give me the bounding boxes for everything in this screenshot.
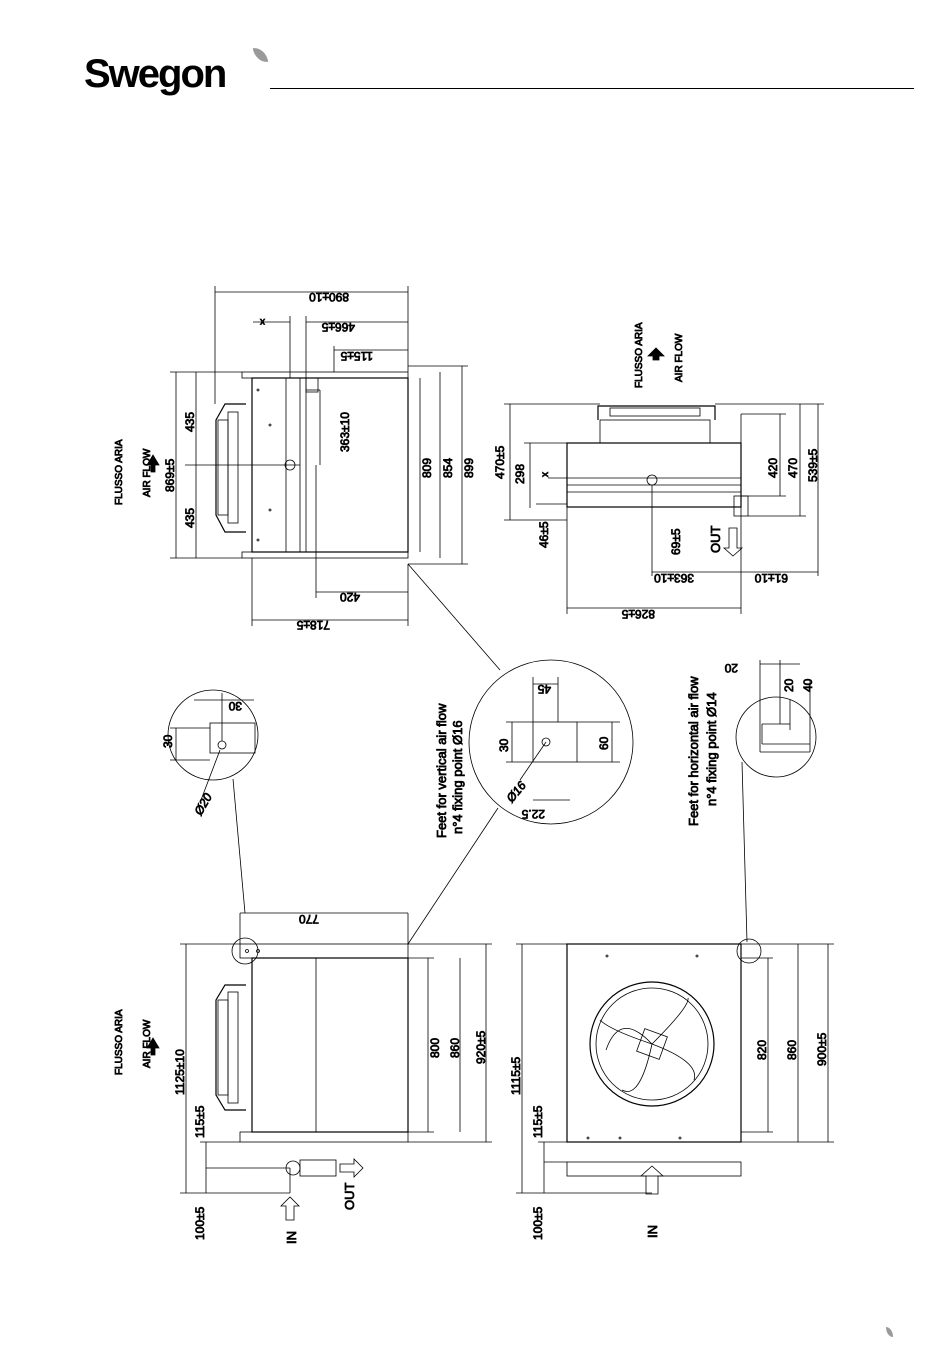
dim-470-side: 470 <box>786 458 800 478</box>
dim-phi16: Ø16 <box>503 778 529 805</box>
feet-horizontal-line1: Feet for horizontal air flow <box>686 676 701 826</box>
flusso-aria-3: FLUSSO ARIA <box>114 1009 125 1075</box>
dim-466: 466±5 <box>321 320 355 334</box>
header-rule <box>270 88 914 89</box>
label-x-1: x <box>260 316 265 327</box>
dim-869: 869±5 <box>163 458 177 492</box>
dim-60: 60 <box>597 736 611 750</box>
flusso-aria-1: FLUSSO ARIA <box>114 439 125 505</box>
detail-phi20 <box>167 689 259 914</box>
dim-920: 920±5 <box>474 1030 488 1064</box>
feet-horizontal-line2: n°4 fixing point Ø14 <box>704 692 719 806</box>
dim-809: 809 <box>420 458 434 478</box>
dim-phi20: Ø20 <box>191 791 215 819</box>
dim-718: 718±5 <box>296 618 330 632</box>
label-in-2: IN <box>645 1225 660 1238</box>
dim-854: 854 <box>441 458 455 478</box>
dim-22-5: 22.5 <box>521 807 545 821</box>
dim-100-br: 100±5 <box>531 1206 545 1240</box>
dim-30-top: 30 <box>228 699 242 713</box>
dim-46: 46±5 <box>537 521 551 548</box>
dim-800: 800 <box>428 1038 442 1058</box>
label-out-2: OUT <box>342 1183 357 1211</box>
dim-770: 770 <box>299 912 319 926</box>
dim-20-side: 20 <box>782 678 796 692</box>
detail-phi14 <box>735 660 817 943</box>
top-right-view <box>504 347 824 614</box>
flusso-aria-2: FLUSSO ARIA <box>634 322 645 388</box>
dim-890: 890±10 <box>309 290 349 304</box>
brand-logo: Swegon <box>84 52 227 96</box>
dim-420: 420 <box>340 590 360 604</box>
air-flow-2: AIR FLOW <box>674 333 685 382</box>
dim-860-br: 860 <box>785 1040 799 1060</box>
top-left-view <box>146 286 468 626</box>
dim-539: 539±5 <box>806 448 820 482</box>
dim-826: 826±5 <box>621 607 655 621</box>
dim-45: 45 <box>537 682 551 696</box>
dim-820: 820 <box>755 1040 769 1060</box>
air-flow-1: AIR FLOW <box>142 448 153 497</box>
dim-860-bl: 860 <box>448 1038 462 1058</box>
dim-40: 40 <box>801 678 815 692</box>
dim-1125: 1125±10 <box>173 1049 187 1095</box>
dim-298: 298 <box>513 464 527 484</box>
dim-30-left: 30 <box>161 734 175 748</box>
dim-61: 61±10 <box>754 571 788 585</box>
label-in-1: IN <box>284 1231 299 1244</box>
footer-leaf-icon <box>886 1327 893 1337</box>
dim-420-side: 420 <box>766 458 780 478</box>
label-out-1: OUT <box>708 526 723 554</box>
bottom-right-view <box>516 938 834 1195</box>
dim-115-br: 115±5 <box>531 1105 545 1138</box>
feet-vertical-line2: n°4 fixing point Ø16 <box>450 720 465 834</box>
dim-20-top: 20 <box>724 661 738 675</box>
dim-435-b: 435 <box>183 508 197 528</box>
dim-115-top: 115±5 <box>340 349 373 363</box>
detail-phi16 <box>407 563 634 945</box>
bottom-left-view <box>146 912 492 1221</box>
air-flow-3: AIR FLOW <box>142 1019 153 1068</box>
dim-900: 900±5 <box>815 1032 829 1066</box>
dim-115-bl: 115±5 <box>193 1105 207 1138</box>
dim-363: 363±10 <box>338 412 352 452</box>
dim-435-a: 435 <box>183 412 197 432</box>
dim-470-top: 470±5 <box>493 445 507 479</box>
feet-vertical-line1: Feet for vertical air flow <box>434 703 449 838</box>
dim-100-bl: 100±5 <box>193 1206 207 1240</box>
dim-69: 69±5 <box>669 528 683 555</box>
label-x-2: x <box>540 472 551 477</box>
dim-899: 899 <box>462 458 476 478</box>
dim-1115: 1115±5 <box>509 1057 523 1096</box>
dim-30-detail: 30 <box>497 738 511 752</box>
dim-363-b: 363±10 <box>654 571 694 585</box>
